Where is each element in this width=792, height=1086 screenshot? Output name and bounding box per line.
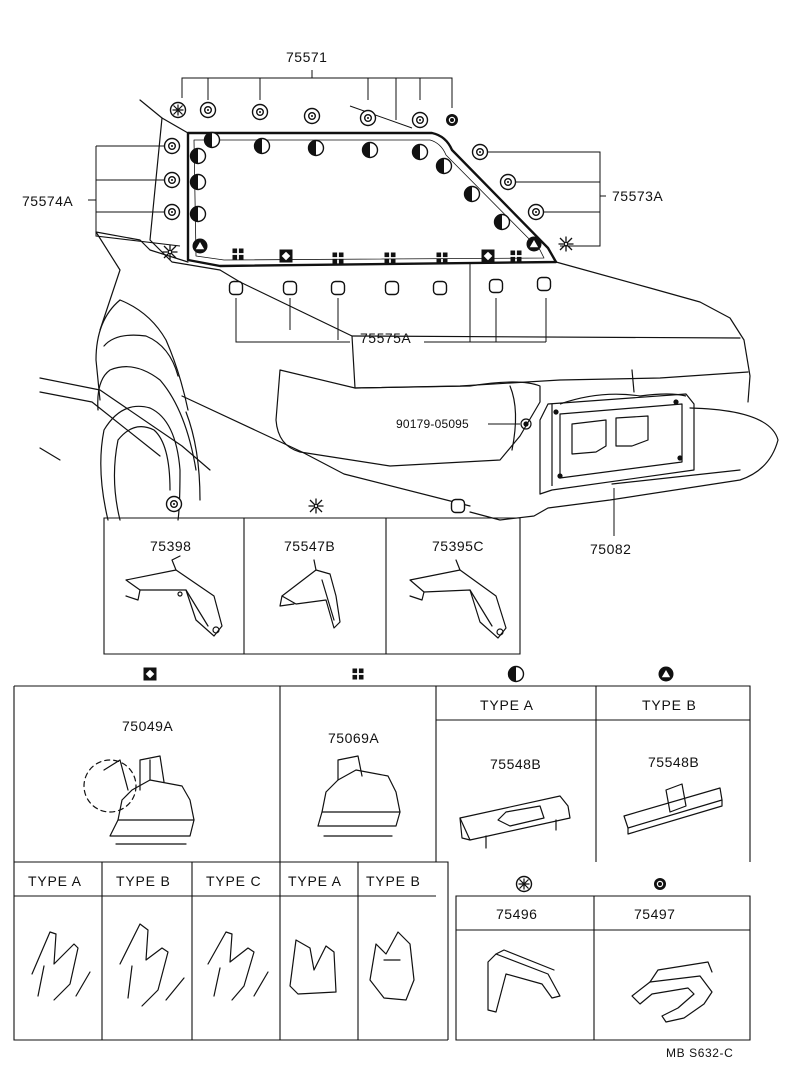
- clip-sketches: [32, 556, 722, 1022]
- back-panel-75082: [521, 394, 694, 494]
- clip-part-label: 75548B: [490, 756, 542, 772]
- clip-part-label: 75049A: [122, 718, 174, 734]
- clip-part-label: 75398: [150, 538, 192, 554]
- clip-part-label: 75496: [496, 906, 538, 922]
- type-cell-label: TYPE A: [288, 873, 342, 889]
- callout-screw: 90179-05095: [396, 417, 469, 431]
- table-frames: [14, 518, 750, 1040]
- clip-part-label: 75548B: [648, 754, 700, 770]
- callout-panel: 75082: [590, 541, 632, 557]
- clip-part-label: 75547B: [284, 538, 336, 554]
- callout-front-moulding: 75573A: [612, 188, 664, 204]
- type-cell-label: TYPE B: [116, 873, 171, 889]
- type-cell-label: TYPE A: [28, 873, 82, 889]
- leader-lines: [88, 70, 614, 536]
- type-cell-label: TYPE B: [366, 873, 421, 889]
- clip-part-label: 75395C: [432, 538, 485, 554]
- type-cell-label: TYPE C: [206, 873, 262, 889]
- clip-part-label: 75069A: [328, 730, 380, 746]
- callout-upper-moulding: 75571: [286, 49, 328, 65]
- clip-type-label: TYPE B: [642, 697, 697, 713]
- clip-type-label: TYPE A: [480, 697, 534, 713]
- car-body-outline: [40, 100, 778, 520]
- clip-part-label: 75497: [634, 906, 676, 922]
- callout-side-moulding: 75574A: [22, 193, 74, 209]
- drawing-code: MB S632-C: [666, 1046, 734, 1060]
- callout-lower-moulding: 75575A: [360, 330, 412, 346]
